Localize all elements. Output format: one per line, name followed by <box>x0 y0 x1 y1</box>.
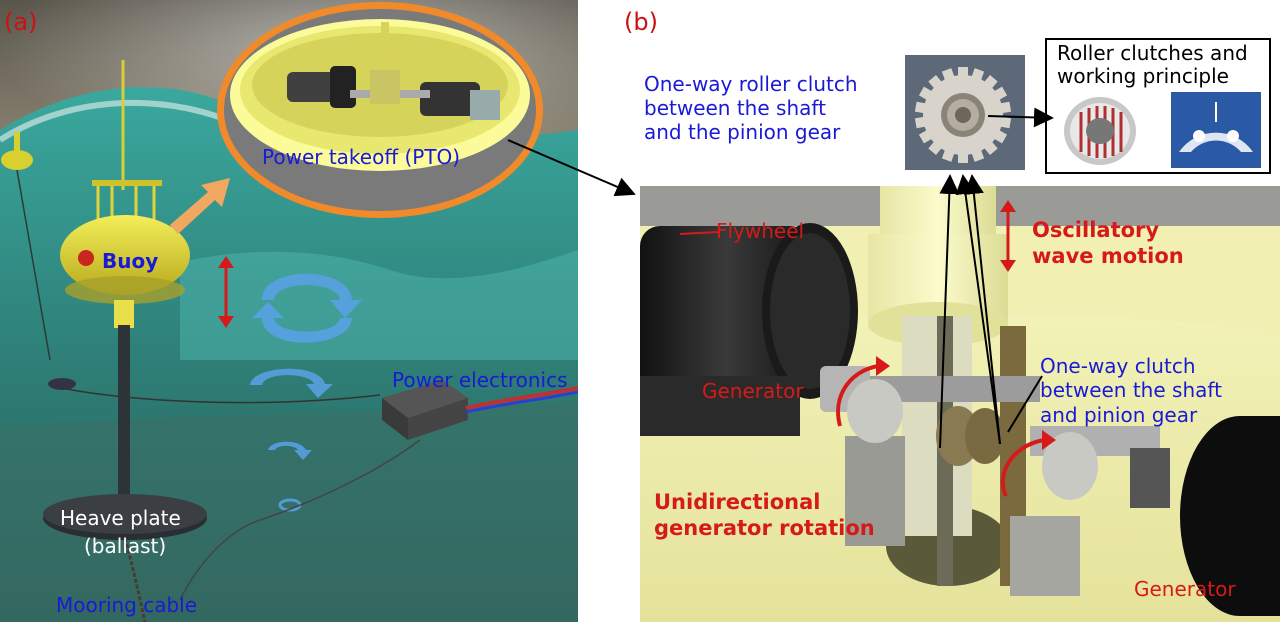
ocean-scene-illustration <box>0 0 578 622</box>
flywheel-label: Flywheel <box>716 219 805 243</box>
roller-clutches-title: Roller clutches and working principle <box>1057 42 1248 88</box>
generator-left-label: Generator <box>702 379 804 403</box>
pto-to-closeup-arrow <box>507 139 636 197</box>
roller-bearing-icon <box>1064 97 1136 165</box>
gear-to-clutch-arrow <box>987 107 1054 128</box>
unidirectional-line-1: Unidirectional <box>654 490 821 514</box>
oscillatory-wave-motion-label: Oscillatory wave motion <box>1032 218 1184 269</box>
one-way-clutch-line-1: One-way clutch <box>1040 354 1196 378</box>
pto-mechanism-illustration <box>640 186 1280 622</box>
generator-right-label: Generator <box>1134 577 1236 601</box>
roller-clutches-inset: Roller clutches and working principle <box>1045 38 1271 174</box>
oscillatory-line-2: wave motion <box>1032 243 1184 268</box>
power-electronics-label: Power electronics <box>392 368 568 392</box>
ballast-label: (ballast) <box>84 534 167 558</box>
panel-b-pto-closeup: Flywheel Oscillatory wave motion Generat… <box>640 186 1280 622</box>
roller-clutch-label: One-way roller clutch between the shaft … <box>644 72 858 144</box>
gear-icon <box>905 55 1025 170</box>
callout-arrow-2 <box>955 174 1001 445</box>
pinion-gear-photo <box>905 55 1025 170</box>
pto-label: Power takeoff (PTO) <box>262 145 461 169</box>
rc-title-line-1: Roller clutches and <box>1057 41 1248 65</box>
roller-clutch-line-2: between the shaft <box>644 96 826 120</box>
callout-arrow-1 <box>939 174 960 449</box>
roller-clutch-line-3: and the pinion gear <box>644 120 841 144</box>
mooring-cable-label: Mooring cable <box>56 593 198 617</box>
clutch-principle-diagram-icon <box>1171 92 1261 168</box>
roller-clutch-line-1: One-way roller clutch <box>644 72 858 96</box>
heave-plate-label: Heave plate <box>60 506 181 530</box>
one-way-clutch-line-2: between the shaft <box>1040 378 1222 403</box>
oscillatory-line-1: Oscillatory <box>1032 218 1160 242</box>
panel-a-letter: (a) <box>4 8 38 36</box>
rc-title-line-2: working principle <box>1057 64 1229 88</box>
unidirectional-line-2: generator rotation <box>654 515 875 540</box>
clutch-label-leader <box>1007 375 1043 433</box>
one-way-clutch-line-3: and pinion gear <box>1040 402 1198 427</box>
one-way-clutch-label: One-way clutch between the shaft and pin… <box>1040 354 1222 427</box>
callout-arrow-3 <box>963 174 1001 445</box>
panel-a-buoy-scene: (a) Power takeoff (PTO) Buoy Power elect… <box>0 0 578 622</box>
unidirectional-rotation-label: Unidirectional generator rotation <box>654 490 875 541</box>
buoy-label: Buoy <box>102 249 159 273</box>
panel-b-letter: (b) <box>624 8 658 36</box>
